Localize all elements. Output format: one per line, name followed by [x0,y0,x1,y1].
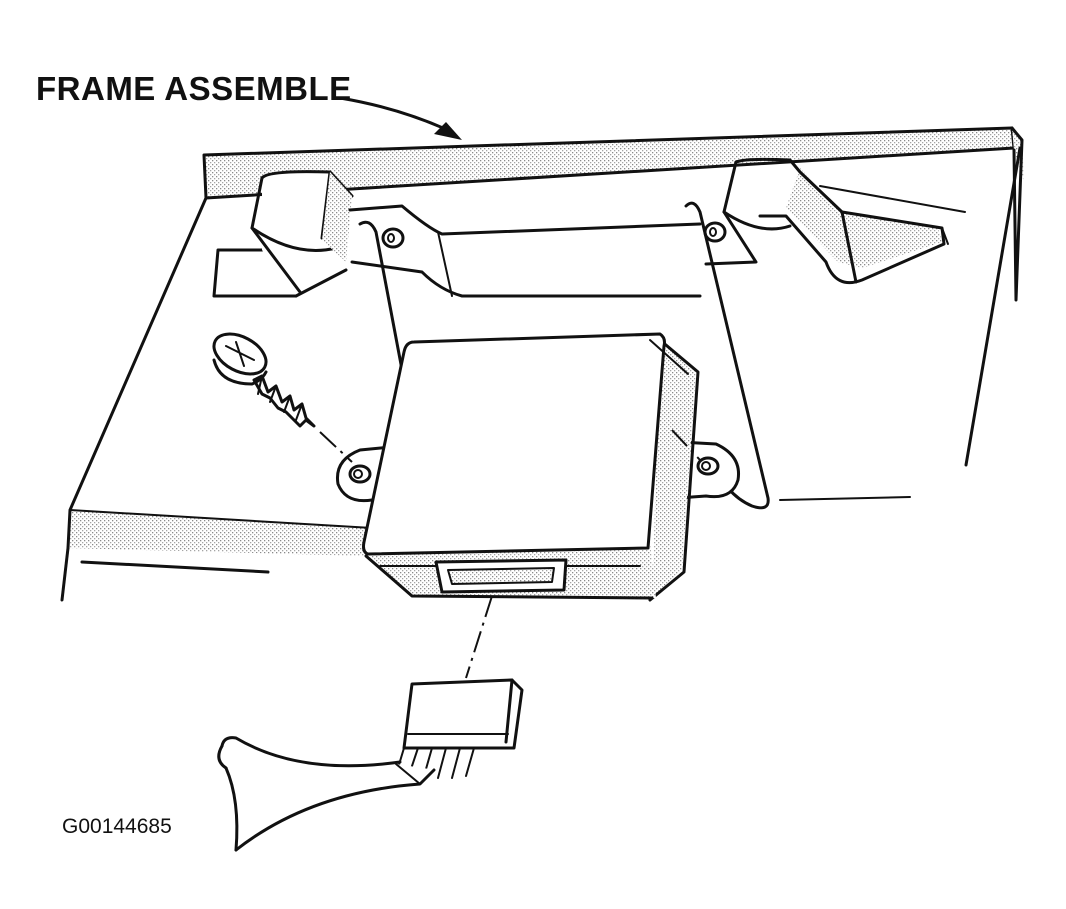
right-bracket [703,157,949,285]
callout-arrow-line [338,96,454,134]
control-module [335,332,741,602]
frame-panel [60,126,1024,602]
right-hole-axis-line [671,429,701,461]
mounting-screw [212,332,316,428]
left-bracket [212,170,702,298]
figure-id: G00144685 [62,815,172,838]
harness-connector [217,678,524,852]
callout-arrowhead [434,122,462,140]
screw-axis-line [319,431,353,463]
frame-assemble-callout: FRAME ASSEMBLE [36,70,462,140]
callout-label: FRAME ASSEMBLE [36,70,352,107]
connector-axis-line [465,595,493,679]
